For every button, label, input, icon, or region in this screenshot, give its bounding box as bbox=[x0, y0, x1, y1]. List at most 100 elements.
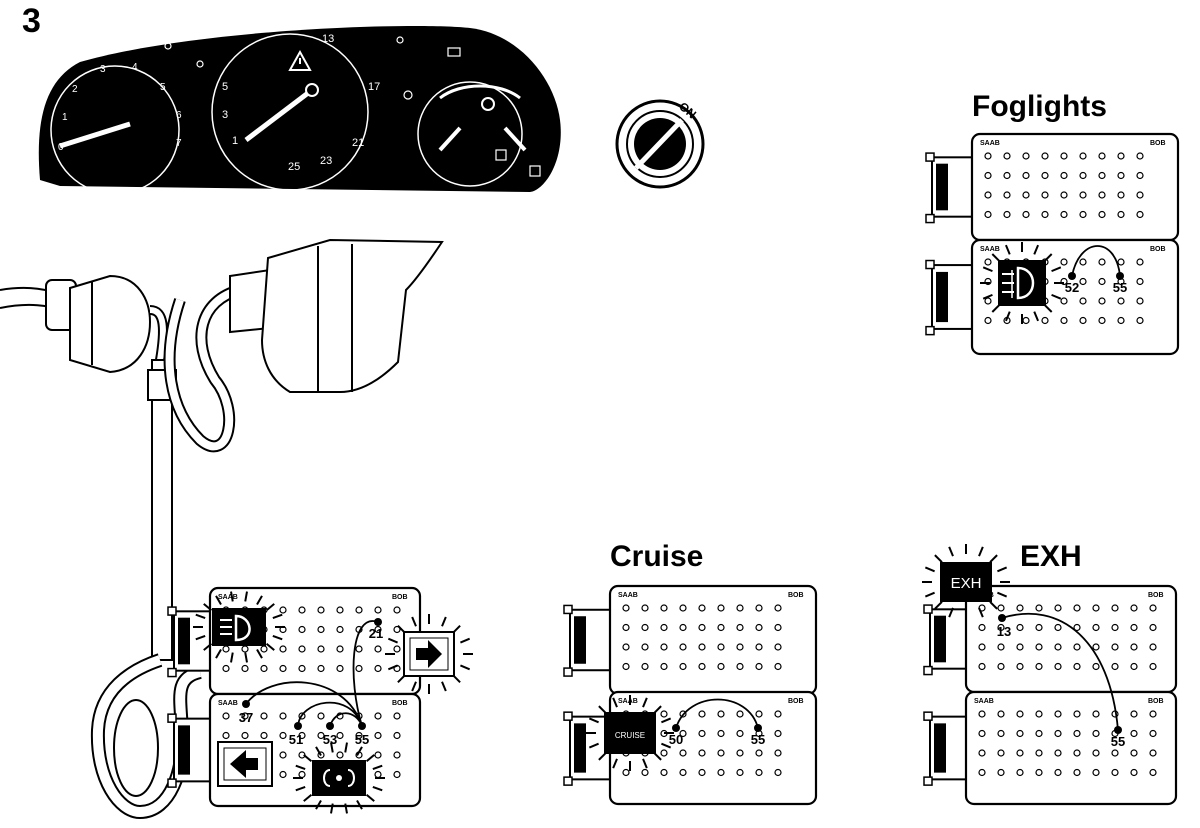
board-hole bbox=[774, 749, 782, 757]
board-hole bbox=[1054, 604, 1062, 612]
board-hole bbox=[279, 664, 287, 673]
board-hole bbox=[1073, 768, 1081, 777]
board-hole bbox=[1149, 662, 1157, 671]
pin-label: 55 bbox=[1111, 734, 1125, 749]
pin-dot bbox=[358, 722, 366, 730]
board-hole bbox=[1136, 297, 1144, 305]
board-hole bbox=[660, 623, 668, 632]
board-hole bbox=[1130, 604, 1138, 612]
board-hole bbox=[755, 623, 763, 632]
board-hole bbox=[997, 729, 1005, 738]
board-hole bbox=[1079, 171, 1087, 180]
board-hole bbox=[1035, 643, 1043, 651]
board-hole bbox=[641, 768, 649, 777]
board-hole bbox=[622, 768, 630, 777]
board-hole bbox=[679, 604, 687, 612]
board-hole bbox=[1111, 643, 1119, 651]
board-hole bbox=[298, 645, 306, 653]
board-hole bbox=[260, 645, 268, 653]
pin-dot bbox=[1116, 272, 1124, 280]
board-hole bbox=[1130, 749, 1138, 757]
board-hole bbox=[755, 643, 763, 651]
board-connector bbox=[563, 604, 617, 677]
board-hole bbox=[774, 710, 782, 718]
board-hole bbox=[1149, 768, 1157, 777]
arrow-left-icon bbox=[217, 741, 273, 787]
speedo-tick-label: 17 bbox=[368, 81, 380, 93]
tacho-tick-label: 2 bbox=[72, 84, 78, 95]
board-hole bbox=[1041, 171, 1049, 180]
board-hole bbox=[1016, 643, 1024, 651]
headlight-icon bbox=[212, 608, 266, 646]
board-hole bbox=[1073, 710, 1081, 718]
lamp-glow bbox=[193, 591, 285, 663]
board-hole bbox=[1035, 623, 1043, 632]
board-hole bbox=[279, 770, 287, 779]
exh-lamp-text: EXH bbox=[951, 575, 982, 592]
board-bob-label: BOB bbox=[788, 698, 804, 705]
board-hole bbox=[279, 751, 287, 759]
board-hole bbox=[317, 625, 325, 634]
cruise-title: Cruise bbox=[610, 540, 704, 573]
board-hole bbox=[1092, 623, 1100, 632]
board-hole bbox=[978, 768, 986, 777]
tacho-tick-label: 6 bbox=[176, 110, 182, 121]
board-hole bbox=[1003, 152, 1011, 160]
board-hole bbox=[641, 623, 649, 632]
board-hole bbox=[374, 664, 382, 673]
board-hole bbox=[393, 712, 401, 720]
board-bob-label: BOB bbox=[1150, 140, 1166, 147]
board-brand-label: SAAB bbox=[618, 592, 638, 599]
board-hole bbox=[1079, 210, 1087, 219]
board-brand-label: SAAB bbox=[980, 246, 1000, 253]
board-bob-label: BOB bbox=[788, 592, 804, 599]
board-hole bbox=[1136, 191, 1144, 199]
board-hole bbox=[1060, 191, 1068, 199]
board-hole bbox=[1022, 152, 1030, 160]
board-hole bbox=[1054, 749, 1062, 757]
board-hole bbox=[717, 768, 725, 777]
board-hole bbox=[1149, 710, 1157, 718]
board-hole bbox=[736, 710, 744, 718]
board-hole bbox=[1022, 171, 1030, 180]
board-hole bbox=[978, 643, 986, 651]
board-hole bbox=[279, 731, 287, 740]
board-hole bbox=[336, 606, 344, 614]
bob-cable-assembly bbox=[0, 238, 444, 820]
board-hole bbox=[222, 645, 230, 653]
board-connector bbox=[923, 604, 973, 676]
pin-dot bbox=[754, 724, 762, 732]
board-connector bbox=[923, 711, 973, 786]
board-hole bbox=[1073, 729, 1081, 738]
board-hole bbox=[393, 645, 401, 653]
board-hole bbox=[1041, 316, 1049, 325]
board-hole bbox=[774, 604, 782, 612]
board-hole bbox=[1117, 191, 1125, 199]
board-hole bbox=[1016, 623, 1024, 632]
board-hole bbox=[679, 768, 687, 777]
lamp-glow bbox=[586, 695, 674, 771]
board-hole bbox=[336, 751, 344, 759]
board-hole bbox=[393, 751, 401, 759]
board-hole bbox=[978, 749, 986, 757]
foglights-title: Foglights bbox=[972, 90, 1107, 123]
board-hole bbox=[997, 604, 1005, 612]
board-hole bbox=[736, 604, 744, 612]
pin-dot bbox=[294, 722, 302, 730]
board-hole bbox=[1136, 171, 1144, 180]
cruise-lamp: CRUISE bbox=[604, 712, 656, 754]
board-hole bbox=[1054, 623, 1062, 632]
board-hole bbox=[717, 604, 725, 612]
board-hole bbox=[241, 712, 249, 720]
board-hole bbox=[1060, 258, 1068, 266]
board-bob-label: BOB bbox=[1148, 592, 1164, 599]
board-hole bbox=[736, 643, 744, 651]
board-hole bbox=[1130, 768, 1138, 777]
pin-dot bbox=[672, 724, 680, 732]
board-brand-label: SAAB bbox=[218, 594, 238, 601]
board-hole bbox=[1060, 152, 1068, 160]
board-hole bbox=[260, 731, 268, 740]
board-hole bbox=[717, 710, 725, 718]
tachometer-dial bbox=[50, 65, 180, 195]
